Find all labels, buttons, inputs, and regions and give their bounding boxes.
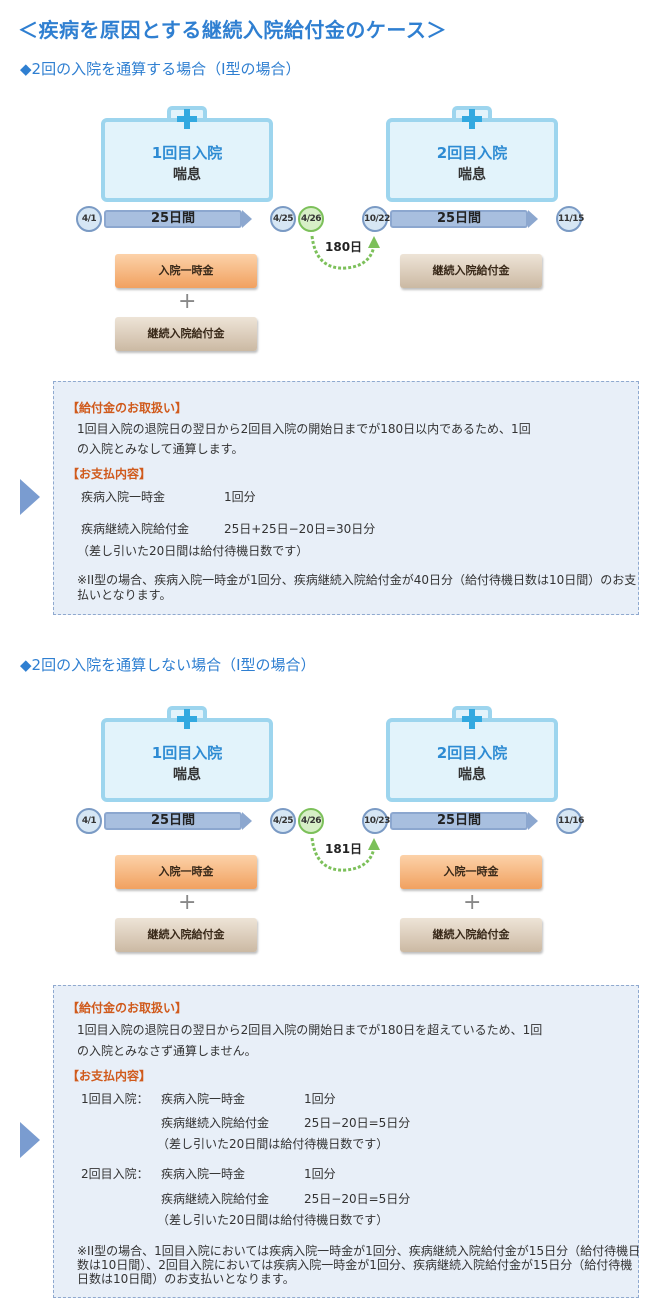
box-text: の入院とみなして通算します。 bbox=[77, 442, 244, 456]
payment-item: 疾病入院一時金 bbox=[81, 490, 166, 504]
arrow-right-icon bbox=[242, 210, 252, 228]
hospital-first: 1回目入院 喘息 bbox=[101, 718, 273, 802]
benefit-lump-sum: 入院一時金 bbox=[115, 254, 257, 288]
benefit-continuous: 継続入院給付金 bbox=[115, 918, 257, 952]
payment-amount: 25日−20日=5日分 bbox=[304, 1116, 411, 1130]
plus-icon: + bbox=[178, 890, 197, 915]
payment-amount: 25日−20日=5日分 bbox=[304, 1192, 411, 1206]
triangle-right-icon bbox=[20, 1122, 40, 1158]
date-end-second: 11/15 bbox=[556, 206, 584, 232]
gap-days-label: 180日 bbox=[325, 240, 363, 254]
arrow-right-icon bbox=[528, 210, 538, 228]
box-heading: 【お支払内容】 bbox=[67, 467, 152, 481]
payment-item: 疾病継続入院給付金 bbox=[161, 1192, 270, 1206]
date-next-day: 4/26 bbox=[298, 808, 324, 834]
hospital-disease: 喘息 bbox=[173, 167, 201, 183]
arrow-right-icon bbox=[242, 812, 252, 830]
plus-icon: + bbox=[463, 890, 482, 915]
payment-item: 疾病入院一時金 bbox=[161, 1092, 246, 1106]
arrow-right-icon bbox=[528, 812, 538, 830]
benefit-lump-sum: 入院一時金 bbox=[400, 855, 542, 889]
gap-arrow-icon bbox=[310, 235, 380, 270]
duration-bar-first: 25日間 bbox=[104, 210, 242, 228]
date-end-first: 4/25 bbox=[270, 808, 296, 834]
footnote: ※II型の場合、1回目入院においては疾病入院一時金が1回分、疾病継続入院給付金が… bbox=[77, 1244, 641, 1258]
payment-item: 疾病継続入院給付金 bbox=[81, 522, 190, 536]
payment-note: （差し引いた20日間は給付待機日数です） bbox=[77, 544, 309, 558]
date-next-day: 4/26 bbox=[298, 206, 324, 232]
payment-item: 疾病継続入院給付金 bbox=[161, 1116, 270, 1130]
hospital-second: 2回目入院 喘息 bbox=[386, 718, 558, 802]
box-heading: 【給付金のお取扱い】 bbox=[67, 1001, 188, 1015]
box-text: 1回目入院の退院日の翌日から2回目入院の開始日までが180日以内であるため、1回 bbox=[77, 422, 531, 436]
hospital-disease: 喘息 bbox=[458, 167, 486, 183]
cross-icon bbox=[177, 709, 197, 729]
hospital-label: 1回目入院 bbox=[151, 744, 223, 762]
info-box-separate: 【給付金のお取扱い】 1回目入院の退院日の翌日から2回目入院の開始日までが180… bbox=[53, 985, 641, 1298]
footnote: ※II型の場合、疾病入院一時金が1回分、疾病継続入院給付金が40日分（給付待機日… bbox=[77, 573, 637, 587]
date-end-first: 4/25 bbox=[270, 206, 296, 232]
footnote: 払いとなります。 bbox=[77, 588, 172, 602]
payment-amount: 25日+25日−20日=30日分 bbox=[224, 522, 376, 536]
info-box-combined: 【給付金のお取扱い】 1回目入院の退院日の翌日から2回目入院の開始日までが180… bbox=[53, 381, 639, 615]
plus-icon: + bbox=[178, 289, 197, 314]
stay-label: 1回目入院： bbox=[81, 1092, 149, 1106]
hospital-disease: 喘息 bbox=[173, 767, 201, 783]
hospital-first: 1回目入院 喘息 bbox=[101, 118, 273, 202]
duration-bar-first: 25日間 bbox=[104, 812, 242, 830]
box-heading: 【お支払内容】 bbox=[67, 1069, 152, 1083]
section-title-combined: ◆2回の入院を通算する場合（I型の場合） bbox=[20, 60, 301, 78]
benefit-continuous: 継続入院給付金 bbox=[115, 317, 257, 351]
box-text: 1回目入院の退院日の翌日から2回目入院の開始日までが180日を超えているため、1… bbox=[77, 1023, 543, 1037]
duration-bar-second: 25日間 bbox=[390, 812, 528, 830]
date-start-first: 4/1 bbox=[76, 206, 102, 232]
payment-note: （差し引いた20日間は給付待機日数です） bbox=[157, 1137, 389, 1151]
date-end-second: 11/16 bbox=[556, 808, 584, 834]
hospital-second: 2回目入院 喘息 bbox=[386, 118, 558, 202]
payment-item: 疾病入院一時金 bbox=[161, 1167, 246, 1181]
payment-note: （差し引いた20日間は給付待機日数です） bbox=[157, 1213, 389, 1227]
gap-arrow-icon bbox=[310, 837, 380, 872]
cross-icon bbox=[462, 709, 482, 729]
hospital-label: 2回目入院 bbox=[436, 744, 508, 762]
hospital-disease: 喘息 bbox=[458, 767, 486, 783]
section-title-separate: ◆2回の入院を通算しない場合（I型の場合） bbox=[20, 656, 316, 674]
benefit-lump-sum: 入院一時金 bbox=[115, 855, 257, 889]
page-title: ＜疾病を原因とする継続入院給付金のケース＞ bbox=[18, 18, 447, 42]
box-heading: 【給付金のお取扱い】 bbox=[67, 401, 188, 415]
footnote: 数は10日間）、2回目入院においては疾病入院一時金が1回分、疾病継続入院給付金が… bbox=[77, 1258, 633, 1272]
benefit-continuous: 継続入院給付金 bbox=[400, 918, 542, 952]
stay-label: 2回目入院： bbox=[81, 1167, 149, 1181]
box-text: の入院とみなさず通算しません。 bbox=[77, 1044, 257, 1058]
benefit-continuous: 継続入院給付金 bbox=[400, 254, 542, 288]
payment-amount: 1回分 bbox=[224, 490, 256, 504]
footnote: 日数は10日間）のお支払いとなります。 bbox=[77, 1272, 295, 1286]
hospital-label: 1回目入院 bbox=[151, 144, 223, 162]
date-start-second: 10/22 bbox=[362, 206, 390, 232]
duration-bar-second: 25日間 bbox=[390, 210, 528, 228]
cross-icon bbox=[177, 109, 197, 129]
cross-icon bbox=[462, 109, 482, 129]
triangle-right-icon bbox=[20, 479, 40, 515]
gap-days-label: 181日 bbox=[325, 842, 363, 856]
payment-amount: 1回分 bbox=[304, 1092, 336, 1106]
hospital-label: 2回目入院 bbox=[436, 144, 508, 162]
date-start-first: 4/1 bbox=[76, 808, 102, 834]
date-start-second: 10/23 bbox=[362, 808, 390, 834]
payment-amount: 1回分 bbox=[304, 1167, 336, 1181]
